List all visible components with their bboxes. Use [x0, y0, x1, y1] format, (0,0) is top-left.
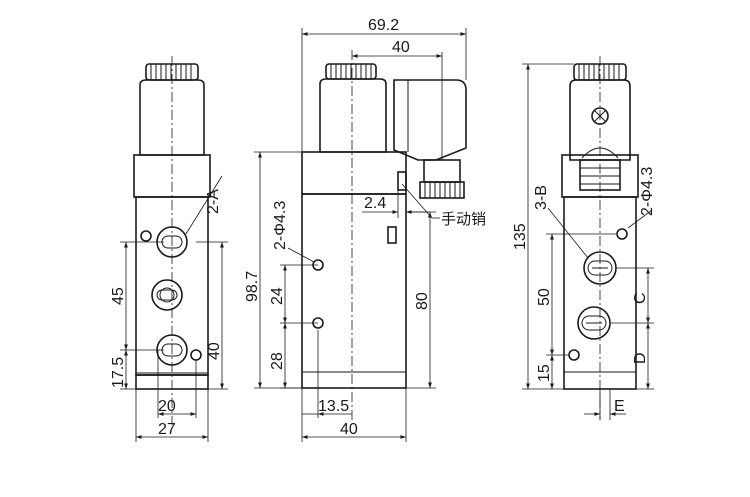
middle-dim-28: 28 [269, 352, 286, 370]
middle-dim-69-2: 69.2 [368, 17, 399, 34]
left-dim-27: 27 [158, 421, 176, 438]
right-dim-15: 15 [536, 364, 553, 382]
right-port-lower [577, 306, 611, 340]
middle-dim-40-bottom: 40 [340, 421, 358, 438]
right-label-C: C [632, 292, 649, 304]
left-dim-40: 40 [206, 342, 223, 360]
left-label-2A: 2-A [205, 189, 222, 214]
middle-cable-gland [419, 159, 465, 199]
right-coil [569, 79, 631, 161]
middle-dim-13-5: 13.5 [318, 398, 349, 415]
middle-dim-80: 80 [414, 292, 431, 310]
middle-body [301, 193, 407, 389]
left-port-middle [151, 279, 183, 311]
middle-head-block [301, 151, 407, 195]
right-dim-135: 135 [512, 223, 529, 250]
middle-dim-24: 24 [269, 287, 286, 305]
left-mount-hole-top [140, 230, 152, 242]
middle-coil [319, 78, 387, 153]
left-dim-45: 45 [110, 287, 127, 305]
right-view: 135 3-B 2-Φ4.3 50 15 C D E [512, 56, 656, 420]
right-label-D: D [632, 352, 649, 364]
left-mount-hole-bottom [190, 349, 202, 361]
middle-label-manual-pin: 手动销 [441, 210, 486, 228]
middle-connector-housing [393, 79, 467, 161]
right-label-E: E [614, 398, 625, 415]
left-dim-17-5: 17.5 [110, 357, 127, 388]
right-mount-hole-bottom [568, 349, 580, 361]
middle-view: 69.2 40 98.7 2-Φ4.3 24 28 80 2.4 手动销 [244, 17, 486, 442]
right-label-3B: 3-B [533, 185, 550, 210]
middle-label-holes: 2-Φ4.3 [272, 201, 289, 250]
right-dim-50: 50 [536, 288, 553, 306]
middle-coil-cap [325, 63, 377, 80]
right-mount-hole-top [616, 228, 628, 240]
right-label-holes: 2-Φ4.3 [639, 167, 656, 216]
left-dim-20: 20 [158, 398, 176, 415]
middle-dim-2-4: 2.4 [364, 195, 386, 212]
left-coil [139, 79, 205, 156]
middle-dim-40-top: 40 [392, 39, 410, 56]
middle-dim-98-7: 98.7 [244, 271, 261, 302]
left-view: 2-A 45 17.5 40 20 27 [110, 56, 228, 442]
middle-manual-pin-block [397, 171, 407, 191]
